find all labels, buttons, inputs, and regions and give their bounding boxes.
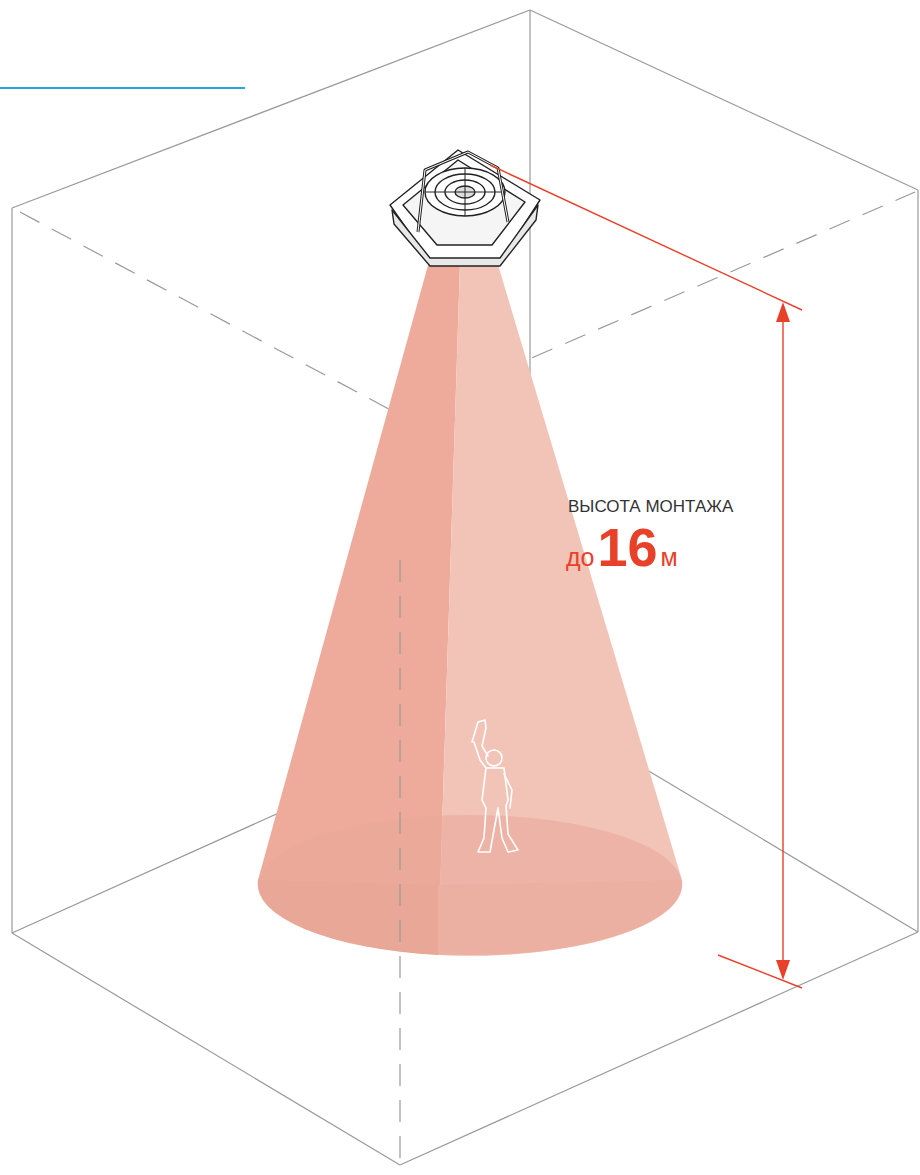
dimension-caption: ВЫСОТА МОНТАЖА <box>568 498 733 515</box>
room-box <box>12 10 918 1165</box>
dimension-value-row: до16м <box>566 520 678 574</box>
dimension-prefix: до <box>566 545 595 570</box>
heat-cone <box>258 258 683 956</box>
dimension-unit: м <box>661 545 678 570</box>
dimension-value: 16 <box>598 520 658 574</box>
heater-device <box>390 150 540 266</box>
accent-line <box>0 87 245 89</box>
person-outline <box>472 720 518 852</box>
axis-dashed <box>399 560 400 1165</box>
height-dimension <box>490 165 802 988</box>
